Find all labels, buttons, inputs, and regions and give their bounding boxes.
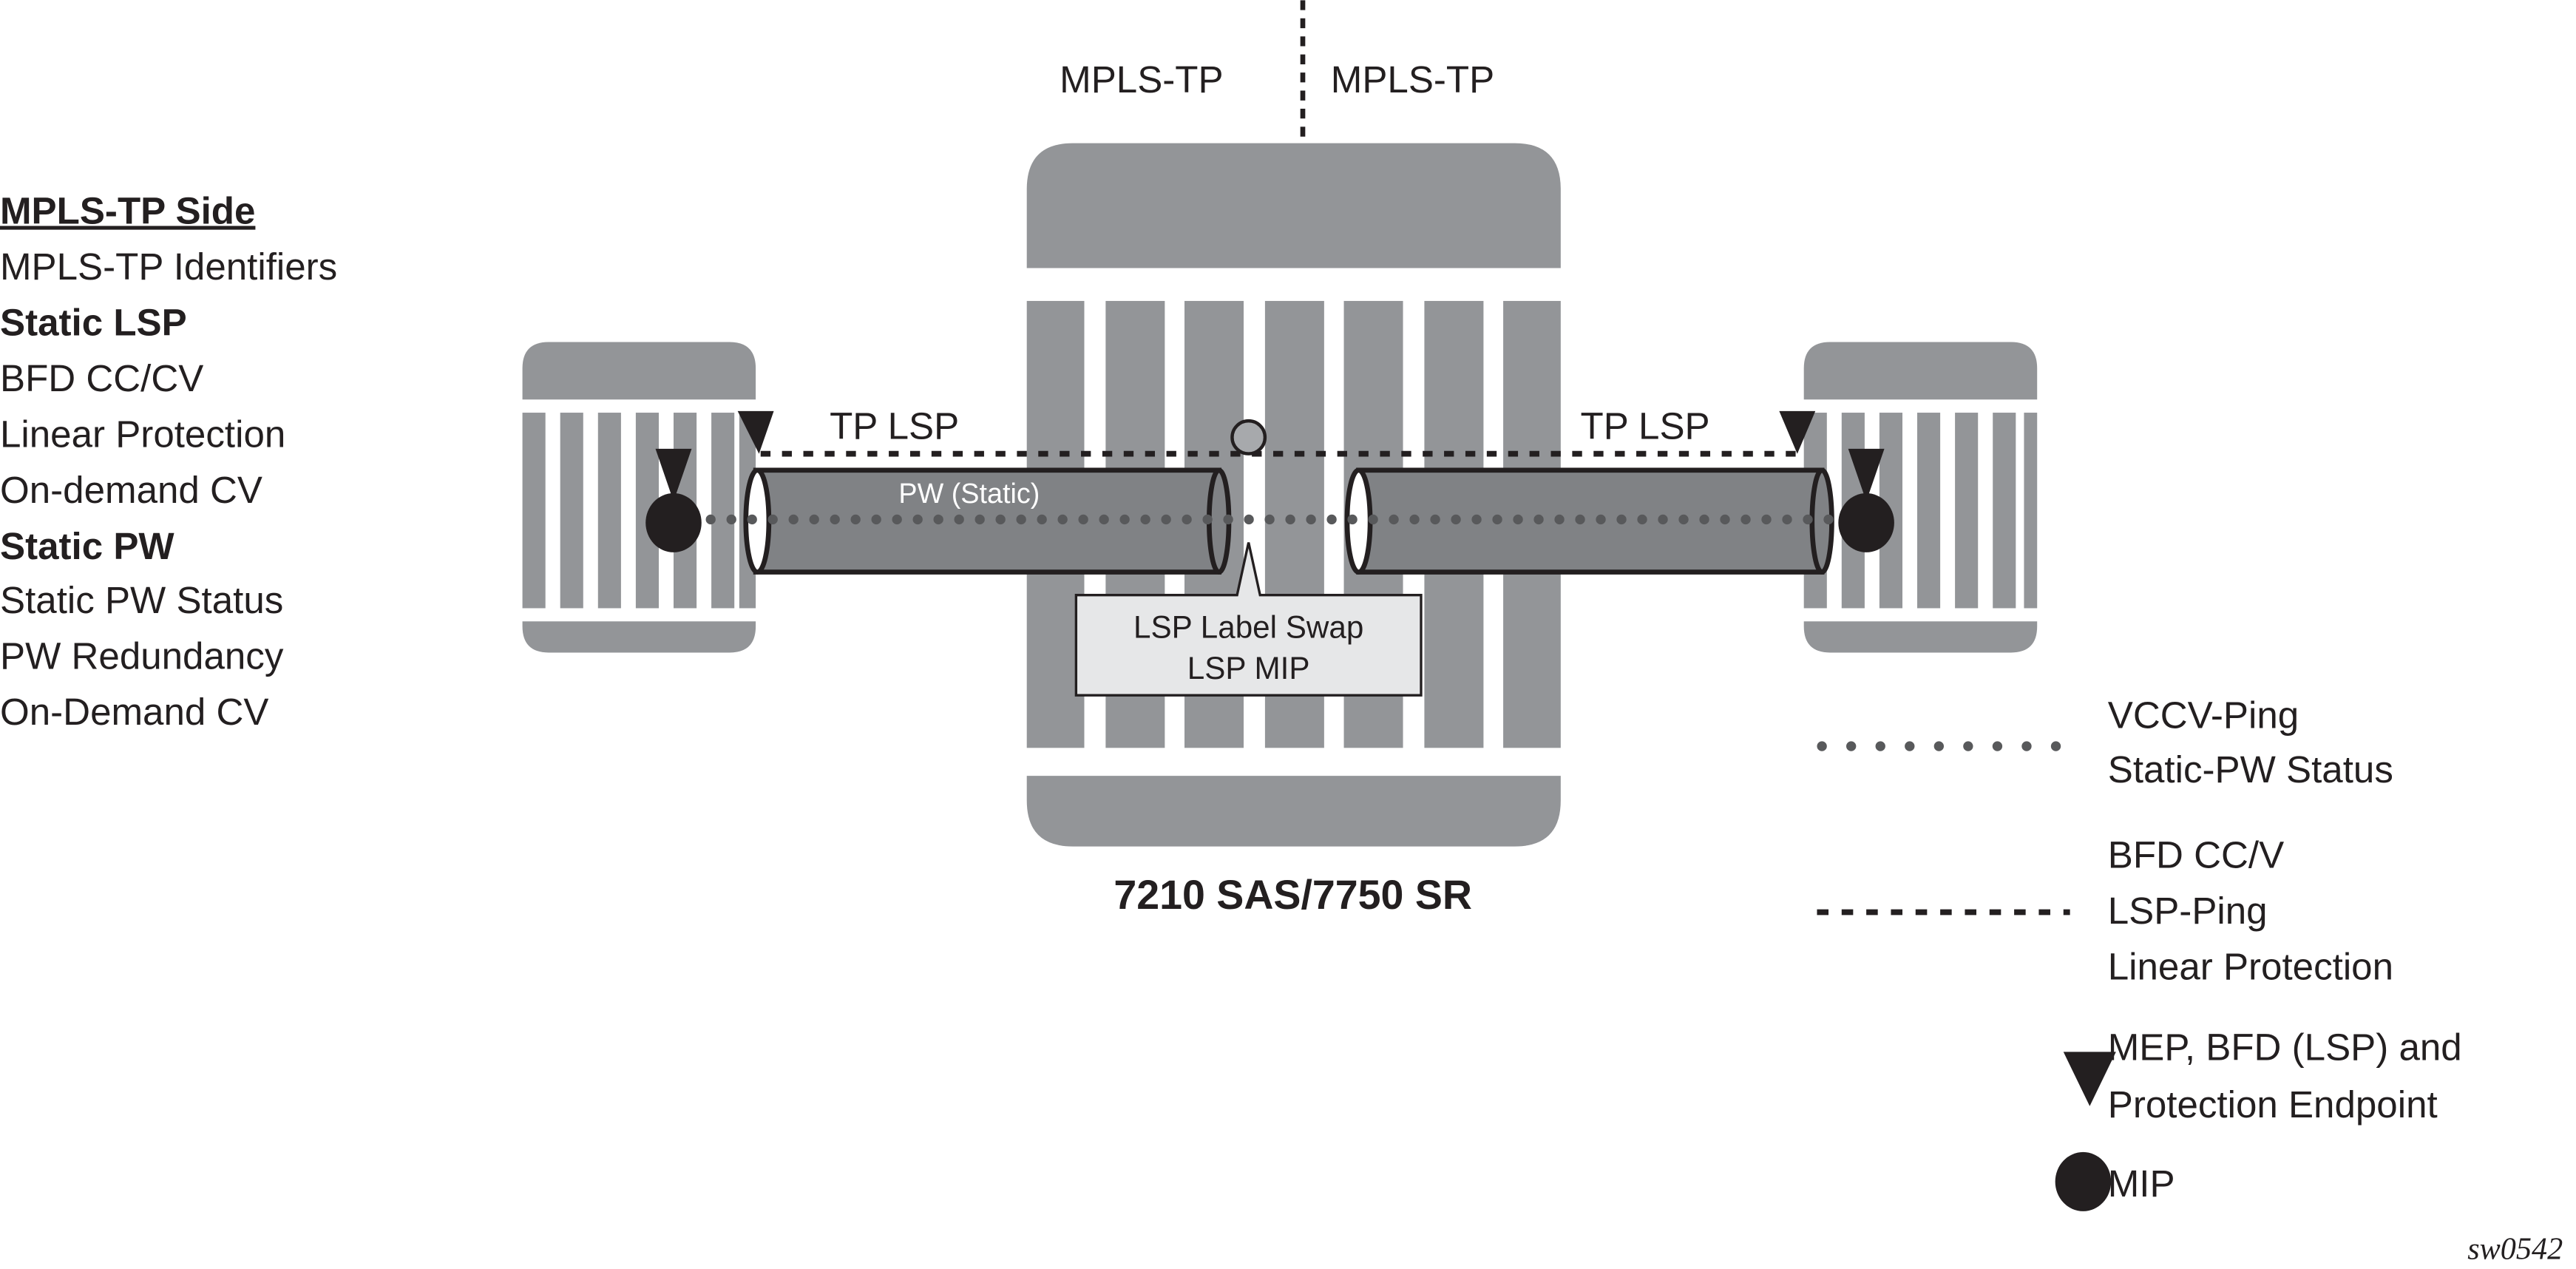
lsp-mip-circle-icon: [1230, 419, 1267, 456]
top-label-right: MPLS-TP: [1331, 58, 1494, 101]
callout-line2: LSP MIP: [1187, 651, 1310, 686]
pw-label: PW (Static): [898, 478, 1040, 510]
mip-circle-icon: [645, 493, 702, 552]
legend-dashed-line3: Linear Protection: [2108, 946, 2393, 988]
tp-lsp-label-left: TP LSP: [830, 405, 959, 447]
legend-dashed-line1: BFD CC/V: [2108, 834, 2284, 876]
top-label-left: MPLS-TP: [1060, 58, 1223, 101]
legend-circle-line1: MIP: [2108, 1163, 2175, 1205]
legend-dashed-line2: LSP-Ping: [2108, 890, 2268, 932]
legend-triangle-line2: Protection Endpoint: [2108, 1083, 2438, 1126]
side-list-title: MPLS-TP Side: [0, 190, 255, 232]
side-feature-list: MPLS-TP Side MPLS-TP Identifiers Static …: [0, 190, 337, 734]
right-node: [1803, 342, 2038, 653]
list-item: Static LSP: [0, 302, 187, 344]
legend-dotted-line2: Static-PW Status: [2108, 748, 2393, 791]
list-item: BFD CC/CV: [0, 357, 203, 399]
callout-box: [1074, 542, 1423, 697]
list-item: Linear Protection: [0, 413, 285, 456]
legend-mep-triangle-icon: [2063, 1052, 2116, 1106]
list-item: Static PW Status: [0, 579, 283, 621]
list-item: PW Redundancy: [0, 635, 284, 677]
legend-triangle-line1: MEP, BFD (LSP) and: [2108, 1026, 2462, 1068]
list-item: MPLS-TP Identifiers: [0, 246, 337, 288]
mip-circle-icon: [1838, 493, 1894, 552]
callout-line1: LSP Label Swap: [1133, 609, 1363, 644]
mep-triangle-icon: [1848, 448, 1885, 502]
mep-triangle-icon: [1779, 410, 1816, 454]
legend: VCCV-Ping Static-PW Status BFD CC/V LSP-…: [1817, 694, 2462, 1211]
list-item: Static PW: [0, 525, 174, 567]
list-item: On-demand CV: [0, 469, 262, 511]
legend-dotted-line1: VCCV-Ping: [2108, 694, 2299, 737]
left-node: [522, 342, 756, 653]
mep-triangle-icon: [737, 410, 774, 454]
list-item: On-Demand CV: [0, 691, 268, 733]
tp-lsp-label-right: TP LSP: [1581, 405, 1710, 447]
mep-triangle-icon: [655, 448, 692, 502]
figure-id: sw0542: [2467, 1231, 2563, 1266]
pw-tube-right: [1344, 467, 1834, 575]
device-label: 7210 SAS/7750 SR: [1114, 872, 1472, 918]
legend-mip-circle-icon: [2055, 1151, 2112, 1211]
